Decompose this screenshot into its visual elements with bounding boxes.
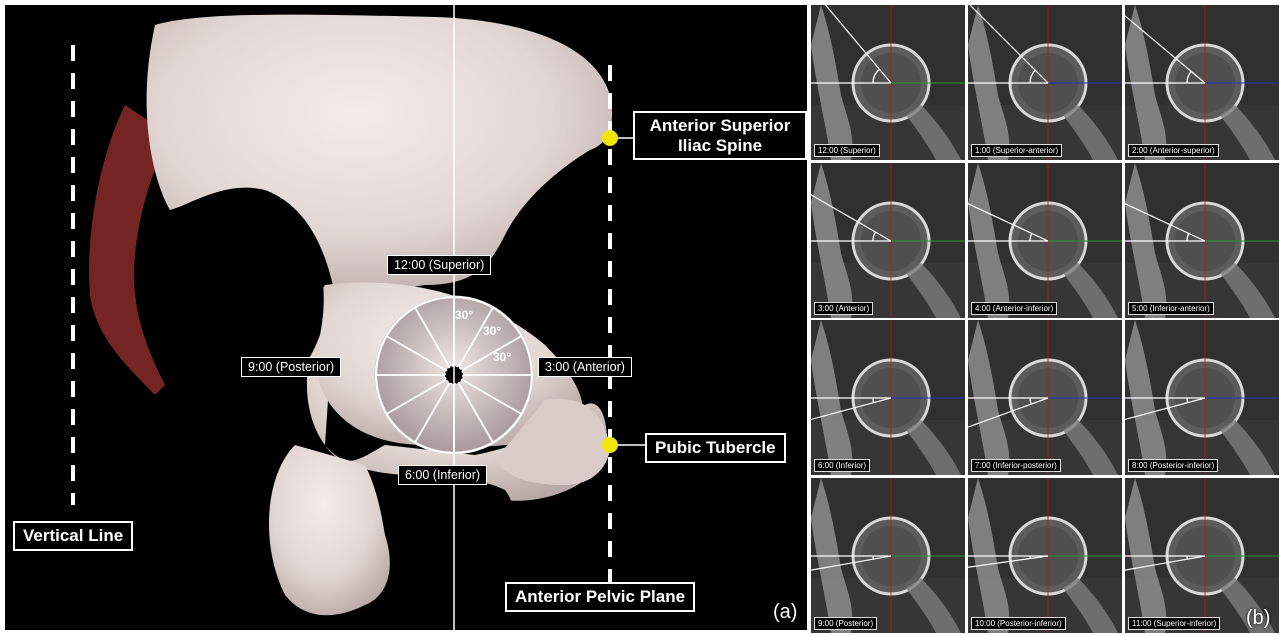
panel-b-label: (b) [1246, 607, 1270, 630]
ct-tile-label: 9:00 (Posterior) [814, 617, 877, 630]
ct-tile: 1:00 (Superior-anterior) [968, 5, 1122, 160]
ct-tile-label: 3:00 (Anterior) [814, 302, 873, 315]
ct-tile-label: 1:00 (Superior-anterior) [971, 144, 1062, 157]
ct-tile: 7:00 (Inferior-posterior) [968, 320, 1122, 475]
asis-callout: Anterior Superior Iliac Spine [633, 111, 807, 160]
ct-angle-arc [1187, 398, 1188, 403]
ct-tile-label: 6:00 (Inferior) [814, 459, 870, 472]
angle-label-3: 30° [493, 350, 511, 364]
ct-slice-image [968, 320, 1122, 475]
ct-tile-label: 11:00 (Superior-inferior) [1128, 617, 1220, 630]
clock-label-superior: 12:00 (Superior) [387, 255, 491, 275]
ct-tile-label: 12:00 (Superior) [814, 144, 880, 157]
ct-tile: 12:00 (Superior) [811, 5, 965, 160]
ct-tile-label: 7:00 (Inferior-posterior) [971, 459, 1061, 472]
asis-marker [602, 130, 618, 146]
panel-a-pelvis-render: Anterior Superior Iliac Spine Pubic Tube… [5, 5, 807, 630]
anterior-pelvic-plane-callout: Anterior Pelvic Plane [505, 582, 695, 612]
ct-slice-image [1125, 320, 1279, 475]
ct-slice-image [968, 163, 1122, 318]
ct-slice-image [811, 163, 965, 318]
ct-angle-arc [873, 398, 874, 403]
ct-tile: 9:00 (Posterior) [811, 478, 965, 633]
ct-tile: 3:00 (Anterior) [811, 163, 965, 318]
ct-slice-image [811, 320, 965, 475]
ct-tile: 10:00 (Posterior-inferior) [968, 478, 1122, 633]
pubic-tubercle-marker [602, 437, 618, 453]
clock-label-inferior: 6:00 (Inferior) [398, 465, 487, 485]
panel-a-label: (a) [773, 601, 797, 624]
clock-label-posterior: 9:00 (Posterior) [241, 357, 341, 377]
angle-label-1: 30° [455, 308, 473, 322]
ct-tile-label: 4:00 (Anterior-inferior) [971, 302, 1057, 315]
ct-slice-image [1125, 163, 1279, 318]
ct-tile: 8:00 (Posterior-inferior) [1125, 320, 1279, 475]
pubic-tubercle-callout: Pubic Tubercle [645, 433, 786, 463]
ct-tile: 4:00 (Anterior-inferior) [968, 163, 1122, 318]
ct-slice-image [968, 5, 1122, 160]
obturator-foramen [390, 478, 512, 532]
ct-tile-label: 2:00 (Anterior-superior) [1128, 144, 1219, 157]
ct-tile-label: 8:00 (Posterior-inferior) [1128, 459, 1218, 472]
panel-b-ct-grid: 12:00 (Superior) 1:00 (Superior-anterior)… [811, 5, 1280, 635]
ct-tile-label: 10:00 (Posterior-inferior) [971, 617, 1066, 630]
ct-tile: 5:00 (Inferior-anterior) [1125, 163, 1279, 318]
ct-tile: 6:00 (Inferior) [811, 320, 965, 475]
ct-tile: 2:00 (Anterior-superior) [1125, 5, 1279, 160]
ct-slice-image [811, 5, 965, 160]
vertical-line-callout: Vertical Line [13, 521, 133, 551]
ct-tile-label: 5:00 (Inferior-anterior) [1128, 302, 1214, 315]
ct-slice-image [1125, 5, 1279, 160]
clock-label-anterior: 3:00 (Anterior) [538, 357, 632, 377]
ct-slice-image [811, 478, 965, 633]
angle-label-2: 30° [483, 324, 501, 338]
ct-slice-image [968, 478, 1122, 633]
